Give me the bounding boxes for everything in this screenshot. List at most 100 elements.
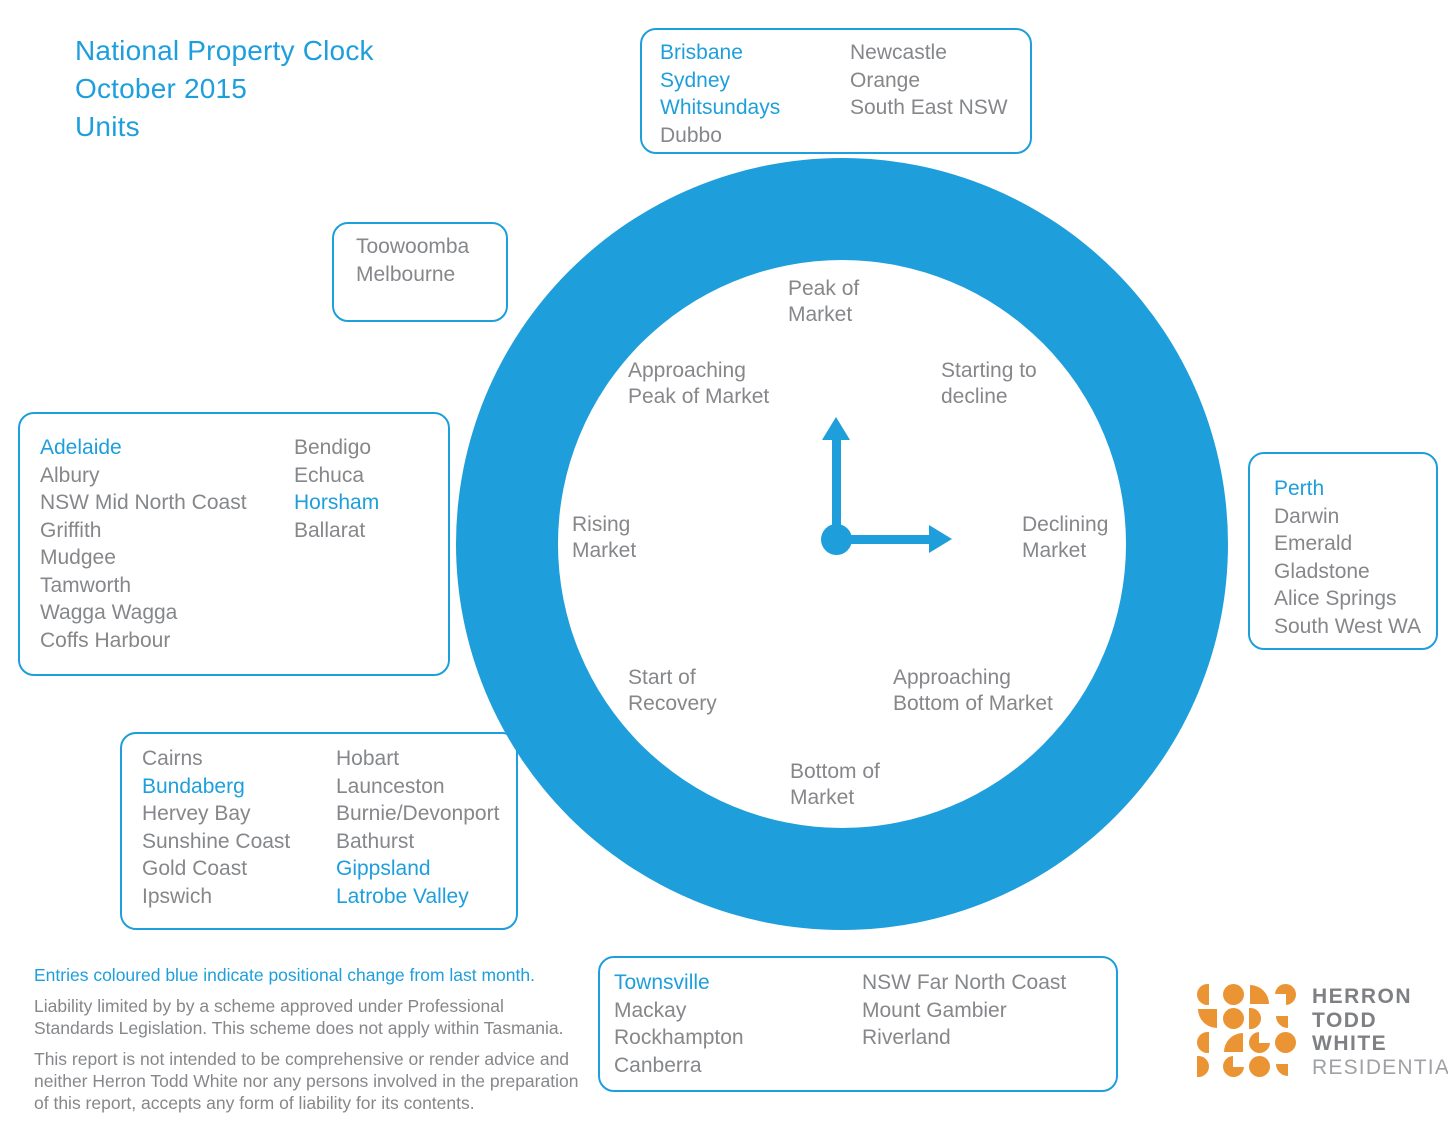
city-entry: Ballarat (294, 518, 366, 542)
city-entry: South East NSW (850, 96, 1008, 119)
page-title-line: National Property Clock (75, 35, 374, 66)
legend-note: Entries coloured blue indicate positiona… (34, 965, 535, 985)
city-entry: Newcastle (850, 41, 947, 64)
stage-label-line: Market (572, 539, 637, 562)
quarter-bl-logo-shape-icon (1197, 1008, 1218, 1029)
page-title: National Property Clock October 2015 Uni… (75, 32, 374, 146)
city-entry: NSW Mid North Coast (40, 491, 247, 514)
city-entry: Alice Springs (1274, 587, 1397, 610)
clock-hand-right-arrowhead-icon (929, 525, 952, 553)
city-entry: Mudgee (40, 546, 116, 569)
city-entry: Brisbane (660, 41, 743, 64)
quarter-tl-logo-shape-icon (1223, 1032, 1244, 1053)
city-entry: Griffith (40, 518, 102, 542)
clock-hand-right-icon (836, 535, 934, 544)
stage-label-declining-market: Declining Market (1022, 512, 1108, 564)
city-entry: Mackay (614, 998, 687, 1022)
stage-label-line: Approaching (893, 666, 1011, 689)
stage-label-line: Starting to (941, 359, 1037, 382)
circle-logo-shape-icon (1223, 984, 1244, 1005)
city-entry: Adelaide (40, 436, 122, 459)
city-entry: South West WA (1274, 614, 1422, 638)
city-entry: Orange (850, 68, 921, 92)
liability-text: Liability limited by by a scheme approve… (34, 996, 564, 1038)
logo-dot-grid-icon (1197, 984, 1296, 1077)
half-left-logo-shape-icon (1197, 1032, 1218, 1053)
page-title-line: October 2015 (75, 73, 248, 104)
stage-label-line: Peak of (788, 277, 860, 300)
notch-bl-logo-shape-icon (1275, 984, 1296, 1005)
stage-label-line: Recovery (628, 692, 717, 715)
city-entry: Sunshine Coast (142, 829, 291, 853)
comma-bl-logo-shape-icon (1275, 1056, 1296, 1077)
footer: Entries coloured blue indicate positiona… (34, 964, 594, 1123)
city-entry: Emerald (1274, 532, 1353, 555)
clock-hand-up-arrowhead-icon (822, 417, 850, 440)
logo-brand-line: HERRON (1312, 985, 1413, 1008)
city-entry: NSW Far North Coast (862, 971, 1067, 994)
report-disclaimer-text: This report is not intended to be compre… (34, 1049, 579, 1113)
logo-division-name: RESIDENTIAL (1312, 1055, 1448, 1079)
city-entry: Bathurst (336, 829, 415, 853)
city-entry: Townsville (614, 971, 710, 994)
herron-todd-white-logo: HERRON TODD WHITE RESIDENTIAL (1197, 984, 1448, 1079)
stage-label-line: Market (788, 303, 853, 326)
city-entry: Gippsland (336, 857, 431, 880)
notch-tr-logo-shape-icon (1223, 1056, 1244, 1077)
city-entry: Albury (40, 463, 100, 487)
city-entry: Dubbo (660, 123, 722, 147)
city-entry: Bundaberg (142, 774, 245, 798)
logo-brand-line: TODD (1312, 1008, 1378, 1032)
city-entry: Burnie/Devonport (336, 802, 500, 825)
clock-hand-up-icon (832, 434, 841, 540)
half-left-logo-shape-icon (1197, 984, 1218, 1005)
city-entry: Mount Gambier (862, 998, 1007, 1022)
stage-label-rising-market: Rising Market (572, 512, 636, 564)
logo-brand-line: WHITE (1312, 1032, 1388, 1055)
city-entry: Sydney (660, 68, 731, 92)
stage-label-approaching-peak: Approaching Peak of Market (628, 358, 769, 410)
city-entry: Whitsundays (660, 96, 781, 119)
city-entry: Echuca (294, 463, 365, 487)
city-entry: Rockhampton (614, 1026, 744, 1049)
comma-bl-logo-shape-icon (1275, 1008, 1296, 1029)
stage-label-line: decline (941, 385, 1008, 408)
city-entry: Coffs Harbour (40, 628, 171, 652)
stage-label-line: Peak of Market (628, 385, 770, 408)
page-title-line: Units (75, 111, 140, 142)
stage-label-line: Bottom of (790, 760, 880, 783)
city-entry: Hervey Bay (142, 802, 251, 825)
city-entry: Riverland (862, 1026, 951, 1049)
circle-logo-shape-icon (1249, 1056, 1270, 1077)
city-entry: Gold Coast (142, 857, 248, 880)
city-entry: Perth (1274, 477, 1325, 500)
stage-label-peak-of-market: Peak of Market (788, 276, 859, 328)
stage-label-line: Declining (1022, 513, 1109, 536)
city-entry: Horsham (294, 491, 380, 514)
stage-label-approaching-bottom: Approaching Bottom of Market (893, 665, 1053, 717)
city-entry: Canberra (614, 1053, 702, 1077)
circle-logo-shape-icon (1223, 1008, 1244, 1029)
city-entry: Launceston (336, 774, 445, 798)
city-entry: Tamworth (40, 573, 132, 597)
city-entry: Cairns (142, 747, 203, 770)
city-entry: Ipswich (142, 884, 213, 908)
half-right-logo-shape-icon (1249, 1008, 1270, 1029)
notch-tr-logo-shape-icon (1249, 1032, 1270, 1053)
city-entry: Bendigo (294, 436, 372, 459)
city-entry: Melbourne (356, 262, 456, 286)
stage-label-start-of-recovery: Start of Recovery (628, 665, 717, 717)
city-entry: Wagga Wagga (40, 601, 178, 624)
